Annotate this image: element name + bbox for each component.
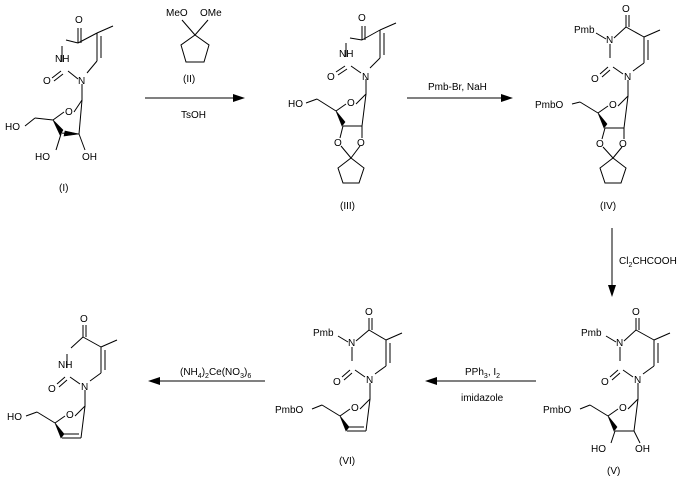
- compound-V-label: (V): [607, 466, 620, 477]
- oxo-4-label: O: [358, 13, 366, 24]
- reaction-arrow-3: Cl2CHCOOH: [608, 228, 677, 297]
- n1-label: N: [81, 382, 88, 393]
- oxo-4-label: O: [80, 314, 88, 325]
- acetal-oxygen-b: O: [357, 138, 365, 149]
- n3-label: N: [616, 338, 623, 349]
- meo-label: MeO: [166, 8, 188, 19]
- pmb-n-label: Pmb: [574, 25, 595, 36]
- reagent-pph3-i2: PPh3, I2: [465, 367, 500, 380]
- compound-VI-label: (VI): [339, 456, 355, 467]
- compound-I-label: (I): [59, 183, 68, 194]
- compound-I: O NH O N O HO HO OH (I): [5, 15, 114, 194]
- reagent-ceric-ammonium-nitrate: (NH4)2Ce(NO3)6: [180, 367, 251, 380]
- ring-oxygen-label: O: [65, 107, 73, 118]
- oxo-4-label: O: [622, 4, 630, 15]
- n1-label: N: [362, 72, 369, 83]
- compound-IV-label: (IV): [600, 201, 616, 212]
- acetal-oxygen-a: O: [334, 138, 342, 149]
- n3-label: N: [348, 338, 355, 349]
- pmbo-label: PmbO: [543, 405, 572, 416]
- compound-III: O NH O N O HO O O (III): [288, 13, 397, 212]
- oxo-2-label: O: [43, 76, 51, 87]
- oxo-2-label: O: [333, 377, 341, 388]
- reagent-pmbbr-nah: Pmb-Br, NaH: [428, 82, 487, 93]
- oxo-2-label: O: [591, 74, 599, 85]
- n1-label: N: [366, 375, 373, 386]
- oxo-4-label: O: [75, 15, 83, 26]
- nh-label: NH: [55, 54, 69, 65]
- reaction-arrow-1: TsOH: [145, 94, 245, 121]
- ring-oxygen-label: O: [347, 98, 355, 109]
- ho5-label: HO: [7, 412, 22, 423]
- oxo-4-label: O: [365, 307, 373, 318]
- compound-II: MeO OMe (II): [166, 8, 222, 85]
- pmb-n-label: Pmb: [313, 328, 334, 339]
- ho5-label: HO: [5, 122, 20, 133]
- reagent-imidazole: imidazole: [461, 393, 504, 404]
- compound-final: O NH O N O HO: [7, 314, 118, 439]
- compound-V: O Pmb N O N O PmbO HO OH (V): [543, 307, 671, 477]
- reaction-arrow-2: Pmb-Br, NaH: [407, 82, 513, 102]
- nh-label: NH: [58, 360, 72, 371]
- ring-oxygen-label: O: [609, 100, 617, 111]
- ring-oxygen-label: O: [351, 403, 359, 414]
- oh2-label: OH: [635, 444, 650, 455]
- compound-IV: O Pmb N O N O PmbO O O (IV): [535, 4, 661, 212]
- n1-label: N: [78, 76, 85, 87]
- ho5-label: HO: [288, 99, 303, 110]
- acetal-oxygen-a: O: [596, 139, 604, 150]
- oh2-label: OH: [82, 152, 97, 163]
- n1-label: N: [624, 72, 631, 83]
- ring-oxygen-label: O: [66, 410, 74, 421]
- reaction-arrow-4: PPh3, I2 imidazole: [425, 367, 536, 404]
- reagent-dichloroacetic-acid: Cl2CHCOOH: [619, 256, 677, 269]
- nh-label: NH: [339, 49, 353, 60]
- compound-VI: O Pmb N O N O PmbO (VI): [275, 307, 403, 467]
- acetal-oxygen-b: O: [619, 139, 627, 150]
- ho3-label: HO: [591, 444, 606, 455]
- compound-III-label: (III): [340, 201, 355, 212]
- ome-label: OMe: [200, 8, 222, 19]
- pmbo-label: PmbO: [535, 100, 564, 111]
- reaction-arrow-5: (NH4)2Ce(NO3)6: [148, 367, 265, 385]
- ring-oxygen-label: O: [619, 403, 627, 414]
- n3-label: N: [606, 35, 613, 46]
- oxo-2-label: O: [48, 384, 56, 395]
- oxo-2-label: O: [601, 377, 609, 388]
- ho3-label: HO: [35, 152, 50, 163]
- pmbo-label: PmbO: [275, 405, 304, 416]
- oxo-4-label: O: [632, 307, 640, 318]
- compound-II-label: (II): [183, 74, 195, 85]
- pmb-n-label: Pmb: [581, 328, 602, 339]
- reagent-tsoh: TsOH: [181, 110, 206, 121]
- n1-label: N: [634, 375, 641, 386]
- oxo-2-label: O: [327, 72, 335, 83]
